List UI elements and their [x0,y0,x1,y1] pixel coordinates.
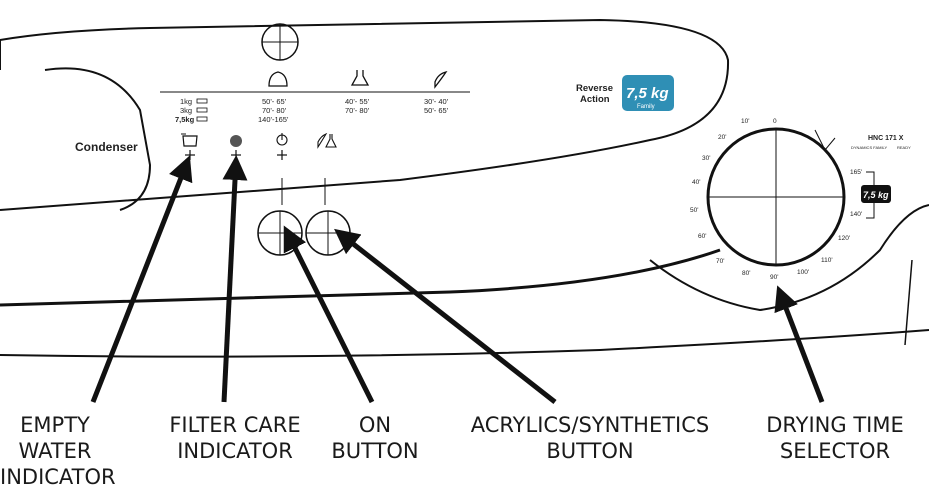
right-panel-edge [904,259,913,346]
power-icon [276,133,288,146]
load-1kg: 1kg [180,97,192,106]
dial-mark: 40' [692,179,700,186]
drying-time-selector-label: DRYING TIME SELECTOR [745,412,925,464]
cotton-tub-icon [268,71,288,87]
synthetic-time: 70'- 80' [345,106,370,115]
dial-mark: 90' [770,274,778,281]
model-name: HNC 171 X [868,135,904,142]
dial-mark: 140' [850,211,862,218]
synthetic-time: 40'- 55' [345,97,370,106]
filter-cross [231,150,241,160]
callout-line: ON [358,413,392,437]
dial-marks: 0 10' 20' 30' 40' 50' 60' 70' 80' 90' 10… [690,118,862,281]
cotton-time: 70'- 80' [262,106,287,115]
empty-water-indicator-label: EMPTY WATER INDICATOR [0,412,116,490]
model-subtitle-2: READY [897,145,911,150]
delicate-time: 50'- 65' [424,106,449,115]
load-bar [196,98,208,104]
callout-line: FILTER CARE [169,413,301,437]
callout-line: BUTTON [331,439,419,463]
callout-line: EMPTY [20,413,90,437]
filter-care-indicator-label: FILTER CARE INDICATOR [155,412,315,464]
panel-outline [0,18,730,211]
filter-care-arrow [221,155,248,403]
cotton-time: 140'-165' [258,115,289,124]
condenser-label: Condenser [75,140,138,154]
callout-line: SELECTOR [779,439,891,463]
callout-line: INDICATOR [177,439,293,463]
model-subtitle: DYNAMICS FAMILY [851,145,887,150]
load-3kg: 3kg [180,106,192,115]
capacity-badge-sub: Family [637,104,655,110]
acrylics-icon [317,132,337,149]
cotton-time: 50'- 65' [262,97,287,106]
brand-line-2: Action [580,94,610,105]
dial-mark: 100' [797,269,809,276]
acrylics-synthetics-button[interactable] [305,210,351,256]
dial-mark: 165' [850,169,862,176]
drying-time-selector[interactable] [706,127,846,267]
feather-icon [434,70,448,89]
delicate-time: 30'- 40' [424,97,449,106]
load-bar [196,116,208,122]
callout-line: DRYING TIME [766,413,904,437]
panel-top-indicator [261,23,299,61]
condenser-panel-edge [44,67,152,211]
acrylics-synthetics-button-label: ACRYLICS/SYNTHETICS BUTTON [455,412,725,464]
dial-mark: 110' [821,257,833,264]
dial-mark: 0 [773,118,777,125]
empty-water-arrow [90,155,193,403]
filter-dot-icon [230,135,242,147]
dial-capacity-text: 7,5 kg [863,190,889,200]
callout-line: INDICATOR [0,465,116,489]
dial-mark: 30' [702,155,710,162]
water-container-icon [181,133,198,147]
on-button-arrow [283,225,375,404]
dial-mark: 20' [718,134,726,141]
on-button-label: ON BUTTON [320,412,430,464]
load-table: 1kg 3kg 7,5kg 50'- 65' 70'- 80' 140'-165… [175,97,449,124]
dial-mark: 70' [716,258,724,265]
dial-mark: 80' [742,270,750,277]
callout-line: WATER [18,439,92,463]
dial-capacity-badge [861,185,891,203]
capacity-badge-text: 7,5 kg [626,85,669,102]
callout-line: BUTTON [546,439,634,463]
dial-mark: 60' [698,233,706,240]
dial-housing-curve [649,204,929,312]
dial-mark: 10' [741,118,749,125]
brand-line-1: Reverse [576,83,613,94]
dial-end-tick [814,129,836,151]
load-7kg: 7,5kg [175,115,195,124]
drying-time-arrow [774,285,825,403]
acrylics-button-arrow [334,228,557,404]
power-cross [277,150,287,160]
load-bar [196,107,208,113]
empty-water-cross [185,150,195,160]
bottom-panel-edge [0,329,929,358]
dial-mark: 120' [838,235,850,242]
callout-line: ACRYLICS/SYNTHETICS [470,413,710,437]
lower-panel-curve [0,248,721,307]
capacity-badge [622,75,674,111]
flask-icon [350,70,370,86]
dial-mark: 50' [690,207,698,214]
